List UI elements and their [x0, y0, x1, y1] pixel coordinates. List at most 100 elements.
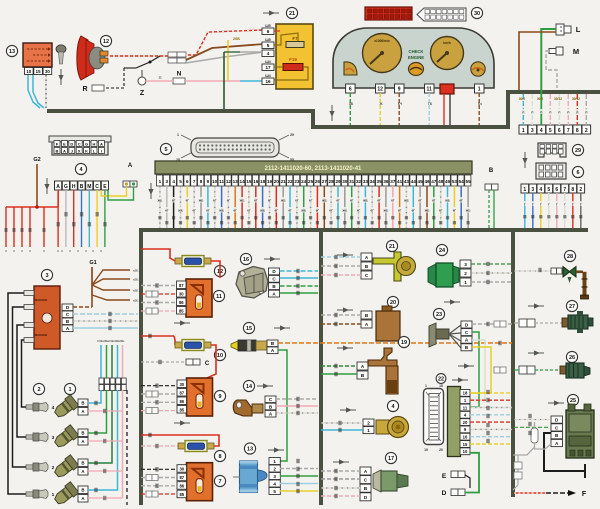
svg-text:F7: F7 [292, 36, 298, 41]
svg-text:П: П [576, 110, 578, 114]
svg-text:П: П [159, 75, 162, 80]
svg-text:6Г: 6Г [213, 199, 217, 203]
svg-text:К: К [13, 249, 15, 253]
svg-text:7: 7 [193, 179, 196, 184]
svg-text:C: C [365, 273, 369, 278]
svg-text:F19: F19 [289, 57, 297, 62]
svg-text:К: К [29, 249, 31, 253]
svg-text:К: К [92, 249, 94, 253]
svg-text:20: 20 [439, 448, 443, 452]
svg-text:30: 30 [342, 179, 348, 184]
svg-text:Ш4: Ш4 [265, 74, 271, 78]
svg-text:16: 16 [265, 79, 271, 84]
svg-text:34: 34 [370, 179, 376, 184]
svg-text:6: 6 [576, 170, 579, 176]
svg-text:31: 31 [349, 179, 355, 184]
svg-text:1: 1 [159, 179, 162, 184]
svg-text:47: 47 [431, 179, 437, 184]
svg-text:6Г: 6Г [172, 199, 176, 203]
svg-text:28: 28 [329, 179, 335, 184]
svg-text:2: 2 [52, 465, 55, 471]
svg-text:кЗБ: кЗБ [133, 269, 139, 273]
svg-text:4: 4 [540, 128, 543, 134]
svg-text:km/h: km/h [443, 41, 450, 45]
svg-text:22: 22 [287, 179, 293, 184]
svg-text:6Г: 6Г [350, 199, 354, 203]
svg-text:16: 16 [253, 179, 259, 184]
svg-text:Кч: Кч [478, 102, 482, 106]
svg-text:30: 30 [179, 467, 184, 472]
svg-text:6Г: 6Г [432, 199, 436, 203]
svg-text:Г: Г [556, 202, 558, 206]
svg-text:т/ЗБ: т/ЗБ [108, 339, 114, 343]
svg-text:7: 7 [567, 128, 570, 134]
svg-text:C: C [66, 312, 70, 317]
svg-text:30/12: 30/12 [572, 97, 580, 101]
svg-text:П: П [585, 110, 587, 114]
svg-text:3: 3 [52, 435, 55, 441]
svg-text:15: 15 [439, 384, 443, 388]
svg-text:B: B [272, 284, 276, 289]
svg-text:D: D [364, 495, 368, 500]
svg-text:D: D [555, 418, 559, 423]
svg-text:22: 22 [438, 377, 444, 383]
svg-text:24: 24 [301, 179, 307, 184]
svg-text:85: 85 [179, 492, 184, 497]
svg-text:G: G [64, 184, 68, 190]
svg-text:ЖБ: ЖБ [382, 209, 389, 213]
svg-text:кЗБ: кЗБ [133, 299, 139, 303]
svg-text:ЖБ: ЖБ [424, 209, 431, 213]
svg-text:C: C [78, 141, 81, 146]
svg-text:A: A [66, 326, 70, 331]
svg-text:A: A [361, 364, 365, 369]
svg-text:6Г: 6Г [398, 209, 402, 213]
svg-text:Ш5: Ш5 [265, 24, 271, 28]
svg-text:9: 9 [398, 87, 401, 93]
svg-text:48: 48 [438, 179, 444, 184]
svg-text:L: L [93, 148, 96, 153]
svg-text:28: 28 [176, 158, 180, 162]
svg-text:A: A [63, 148, 66, 153]
svg-text:A: A [100, 141, 103, 146]
svg-text:6Г: 6Г [336, 199, 340, 203]
svg-text:C: C [465, 330, 469, 335]
svg-text:К: К [77, 249, 79, 253]
svg-text:29: 29 [335, 179, 341, 184]
svg-text:т/ЗБ: т/ЗБ [97, 339, 103, 343]
svg-text:6Г: 6Г [275, 209, 279, 213]
svg-text:G1: G1 [89, 260, 96, 266]
svg-text:ЖБ: ЖБ [280, 199, 287, 203]
svg-text:1: 1 [425, 384, 427, 388]
svg-text:D: D [70, 141, 73, 146]
svg-text:т/ЗБ: т/ЗБ [119, 339, 125, 343]
svg-text:A: A [269, 412, 273, 417]
svg-text:B: B [81, 401, 84, 406]
svg-text:L: L [576, 25, 581, 34]
svg-text:ЖБ: ЖБ [239, 199, 246, 203]
svg-text:20: 20 [274, 179, 280, 184]
svg-text:6Г: 6Г [247, 209, 251, 213]
svg-text:B: B [489, 168, 494, 174]
svg-text:26: 26 [315, 179, 321, 184]
svg-text:К: К [43, 249, 45, 253]
svg-text:J: J [71, 148, 73, 153]
svg-text:25: 25 [570, 398, 576, 404]
svg-text:I: I [101, 148, 102, 153]
svg-text:25: 25 [308, 179, 314, 184]
svg-text:6Г: 6Г [418, 199, 422, 203]
svg-text:C: C [555, 425, 559, 430]
svg-text:5: 5 [179, 179, 182, 184]
svg-text:55: 55 [290, 158, 294, 162]
svg-text:2: 2 [37, 387, 40, 393]
svg-text:B: B [80, 184, 84, 190]
svg-text:6: 6 [555, 187, 558, 193]
svg-text:30/12: 30/12 [554, 97, 562, 101]
svg-text:6Г: 6Г [227, 199, 231, 203]
svg-text:F: F [582, 491, 587, 498]
svg-text:11: 11 [216, 294, 222, 300]
svg-text:B: B [365, 264, 369, 269]
svg-text:M: M [573, 47, 579, 56]
svg-text:К: К [61, 249, 63, 253]
svg-text:6Г: 6Г [193, 209, 197, 213]
svg-text:86: 86 [179, 484, 184, 489]
